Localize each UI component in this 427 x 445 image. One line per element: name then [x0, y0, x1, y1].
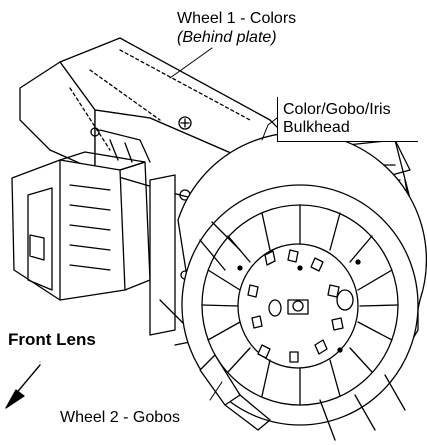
front-lens-label: Front Lens [8, 330, 96, 349]
bulkhead-label-box [277, 97, 418, 142]
wheel2-label: Wheel 2 - Gobos [60, 409, 181, 426]
front-lens-arrow [5, 364, 41, 409]
motor-housing [11, 129, 151, 301]
wheel1-note-label: (Behind plate) [177, 29, 277, 46]
leader-lines [39, 47, 278, 401]
bulkhead [149, 174, 201, 346]
wheel1-title-label: Wheel 1 - Colors [177, 10, 297, 27]
bulkhead-label-line2: Bulkhead [283, 119, 350, 136]
bulkhead-label-line1: Color/Gobo/Iris [283, 101, 391, 118]
gobo-wheel [177, 131, 427, 441]
